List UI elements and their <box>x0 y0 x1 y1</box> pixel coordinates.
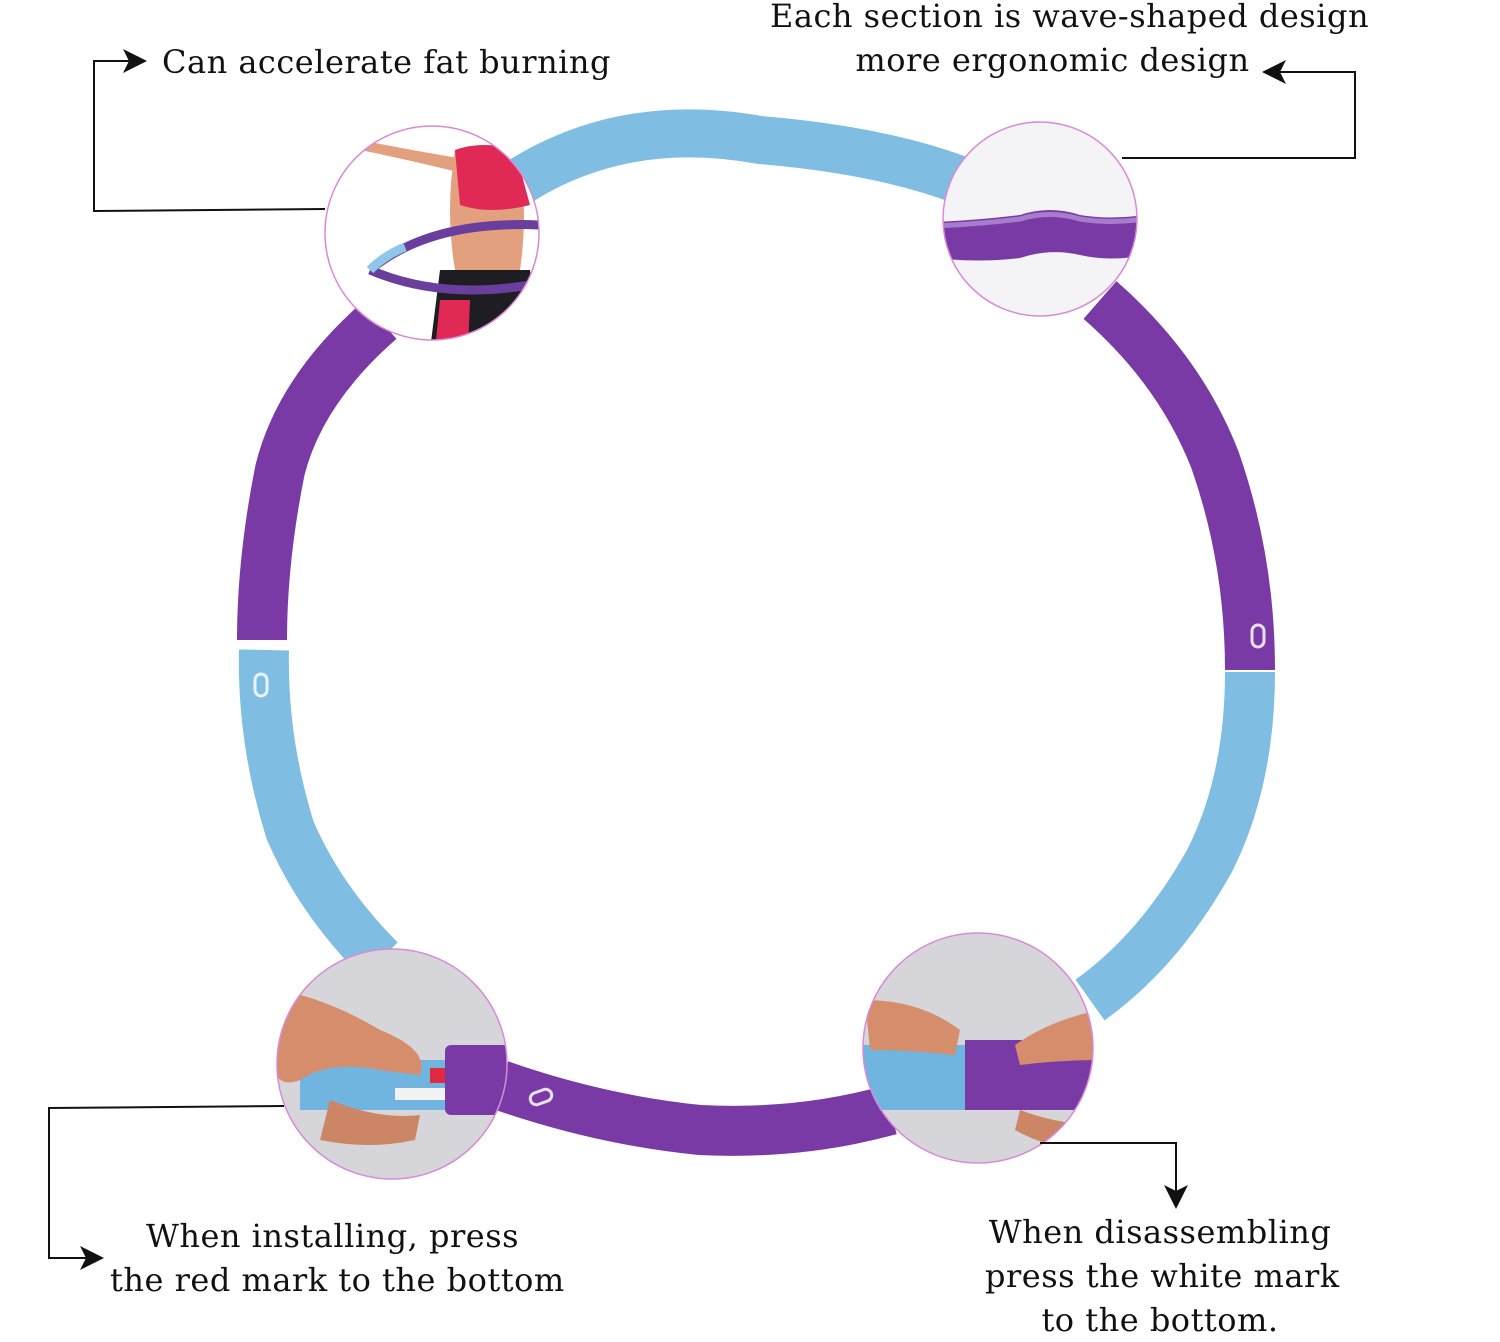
caption-line: Each section is wave-shaped design <box>770 0 1370 35</box>
caption-line: to the bottom. <box>1041 1301 1279 1339</box>
caption-wave-design: Each section is wave-shaped design more … <box>770 0 1370 82</box>
hoop-segment-purple-bottom <box>491 1061 897 1156</box>
caption-line: When installing, press <box>145 1217 520 1255</box>
callout-disassembling <box>862 932 1094 1164</box>
caption-fat-burning: Can accelerate fat burning <box>162 40 611 84</box>
callout-fat-burning <box>324 125 540 341</box>
button-marker-icon <box>528 1087 554 1107</box>
arrow-left-icon <box>1122 60 1356 159</box>
arrow-right-icon <box>93 49 326 213</box>
button-marker-icon <box>1250 623 1266 649</box>
caption-line: Can accelerate fat burning <box>162 43 611 81</box>
hoop-segment-purple-right <box>1083 281 1275 671</box>
caption-line: When disassembling <box>988 1213 1332 1251</box>
caption-installing: When installing, press the red mark to t… <box>110 1214 565 1302</box>
arm <box>360 140 470 175</box>
caption-disassembling: When disassembling press the white mark … <box>985 1210 1340 1342</box>
hoop-segment-blue-right <box>1075 671 1275 1021</box>
hula-hoop <box>237 109 1275 1156</box>
button-marker-icon <box>253 672 269 698</box>
hoop-segment-purple-left <box>237 301 397 641</box>
leader-lines <box>48 49 1356 1270</box>
caption-line: press the white mark <box>985 1257 1340 1295</box>
caption-line: more ergonomic design <box>855 41 1250 79</box>
caption-line: the red mark to the bottom <box>110 1261 565 1299</box>
hoop-segment-blue-left <box>238 649 398 978</box>
callout-installing <box>276 948 508 1180</box>
arrow-down-icon <box>1040 1142 1188 1209</box>
arrow-right-icon <box>48 1105 285 1270</box>
callout-wave-design <box>942 121 1138 317</box>
